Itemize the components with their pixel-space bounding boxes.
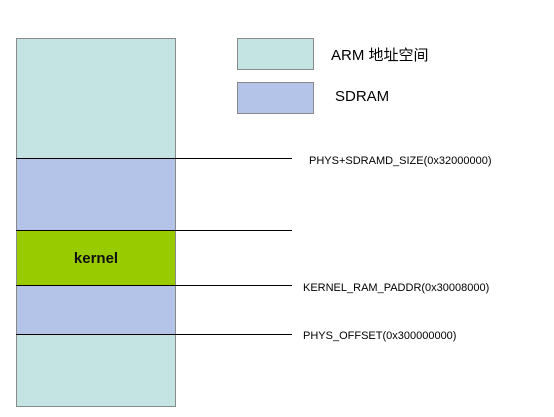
legend-arm-swatch [237,38,314,70]
kernel-ram-paddr-label: KERNEL_RAM_PADDR(0x30008000) [303,282,490,294]
legend-sdram-swatch [237,82,314,114]
kernel-region: kernel [16,230,176,286]
sdram-lower-region [16,285,176,335]
legend-sdram-label: SDRAM [335,88,390,105]
phys-offset-label: PHYS_OFFSET(0x300000000) [303,330,457,342]
legend-arm-label: ARM 地址空间 [331,47,429,64]
kernel-label: kernel [73,249,119,267]
phys-sdram-size-line [16,158,292,159]
phys-offset-line [16,334,292,335]
kernel-ram-paddr-line [16,285,292,286]
sdram-upper-region [16,158,176,231]
kernel-top-line [16,230,292,231]
phys-sdram-size-label: PHYS+SDRAMD_SIZE(0x32000000) [309,155,492,167]
